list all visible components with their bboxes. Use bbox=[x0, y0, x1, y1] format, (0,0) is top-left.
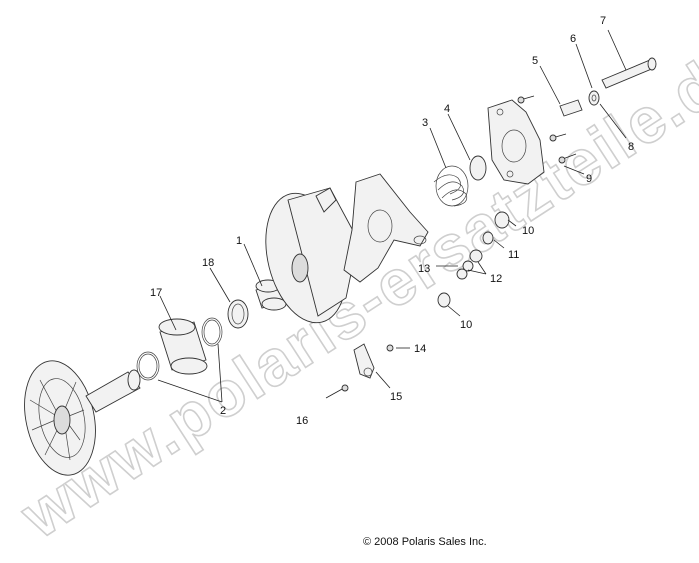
callout-8: 8 bbox=[628, 141, 634, 153]
washer bbox=[469, 155, 487, 181]
callout-15: 15 bbox=[390, 391, 402, 403]
bushing-18 bbox=[227, 299, 249, 329]
callout-12: 12 bbox=[490, 273, 502, 285]
callout-labels: 1 2 3 4 5 6 7 8 9 10 10 11 12 13 14 15 1… bbox=[150, 15, 634, 427]
spider bbox=[343, 173, 429, 283]
callout-3: 3 bbox=[422, 117, 428, 129]
callout-1: 1 bbox=[236, 235, 242, 247]
callout-16: 16 bbox=[296, 415, 308, 427]
callout-5: 5 bbox=[532, 55, 538, 67]
ring-lower bbox=[136, 351, 160, 381]
spring bbox=[433, 165, 469, 207]
cover bbox=[487, 99, 545, 185]
callout-9: 9 bbox=[586, 173, 592, 185]
callout-18: 18 bbox=[202, 257, 214, 269]
callout-10b: 10 bbox=[460, 319, 472, 331]
callout-11: 11 bbox=[508, 249, 519, 261]
callout-14: 14 bbox=[414, 343, 426, 355]
watermark: www.polaris-ersatzteile.de bbox=[7, 26, 699, 553]
weight-assembly bbox=[325, 343, 394, 399]
bushing-17 bbox=[158, 318, 208, 375]
svg-text:www.polaris-ersatzteile.de: www.polaris-ersatzteile.de bbox=[8, 27, 699, 553]
callout-7: 7 bbox=[600, 15, 606, 27]
callout-2: 2 bbox=[220, 405, 226, 417]
pin-assembly bbox=[559, 57, 657, 117]
ring-upper bbox=[201, 317, 223, 347]
callout-13: 13 bbox=[418, 263, 430, 275]
moveable-sheave bbox=[265, 187, 359, 324]
cover-bolts bbox=[517, 95, 577, 164]
leader-lines bbox=[157, 29, 627, 403]
rollers bbox=[437, 211, 510, 308]
stationary-sheave bbox=[24, 360, 141, 476]
callout-10a: 10 bbox=[522, 225, 534, 237]
copyright-text: © 2008 Polaris Sales Inc. bbox=[363, 536, 487, 548]
callout-6: 6 bbox=[570, 33, 576, 45]
callout-4: 4 bbox=[444, 103, 450, 115]
callout-17: 17 bbox=[150, 287, 162, 299]
